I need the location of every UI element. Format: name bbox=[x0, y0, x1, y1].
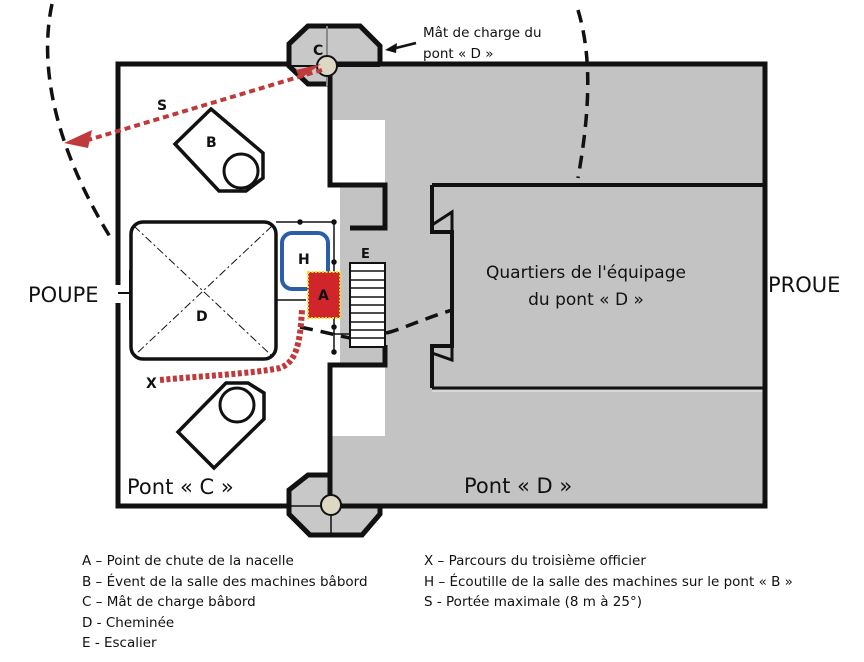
marker-e: E bbox=[361, 247, 370, 262]
range-arc-middle bbox=[299, 325, 351, 340]
deck-d-label: Pont « D » bbox=[464, 474, 572, 498]
crew-quarters-label-2: du pont « D » bbox=[528, 290, 644, 310]
marker-c: C bbox=[313, 43, 323, 59]
marker-x: X bbox=[146, 376, 157, 392]
bow-label: PROUE bbox=[768, 273, 840, 297]
reach-arrow-line bbox=[87, 68, 323, 142]
mast-housing-bottom bbox=[286, 472, 383, 538]
fall-point-a bbox=[307, 271, 341, 319]
legend-item-x: X – Parcours du troisième officier bbox=[424, 553, 646, 569]
mast-d-circle bbox=[320, 494, 342, 516]
mast-d-callout-2: pont « D » bbox=[423, 46, 493, 62]
marker-h: H bbox=[298, 252, 310, 268]
engine-vent-b-circle bbox=[222, 152, 260, 190]
legend-item-d: D - Cheminée bbox=[82, 614, 175, 631]
engine-vent-lower-circle bbox=[218, 386, 256, 424]
stern-label: POUPE bbox=[28, 283, 99, 307]
legend-item-c: C – Mât de charge bâbord bbox=[82, 594, 256, 610]
officer-route-x bbox=[159, 309, 305, 383]
deck-c-label: Pont « C » bbox=[127, 475, 234, 499]
deck-c-d-boundary bbox=[327, 66, 388, 506]
range-arc-right bbox=[576, 9, 590, 179]
crew-quarters-notch-bottom bbox=[431, 346, 454, 363]
marker-a: A bbox=[318, 288, 329, 304]
mast-c-circle bbox=[316, 55, 338, 77]
mast-d-callout-1: Mât de charge du bbox=[423, 25, 542, 41]
range-arc-left bbox=[45, 3, 114, 241]
reach-arrow-head bbox=[64, 130, 92, 148]
legend-item-h: H – Écoutille de la salle des machines s… bbox=[424, 573, 793, 590]
reach-cone bbox=[296, 64, 321, 79]
marker-s: S bbox=[157, 98, 167, 114]
legend-left: A – Point de chute de la nacelle B – Éve… bbox=[82, 551, 368, 654]
range-arc-stair bbox=[385, 308, 453, 335]
marker-d: D bbox=[196, 309, 208, 325]
crew-quarters-label-1: Quartiers de l'équipage bbox=[486, 263, 686, 283]
legend-item-b: B – Évent de la salle des machines bâbor… bbox=[82, 573, 368, 590]
marker-b: B bbox=[206, 135, 217, 151]
deck-d-area bbox=[330, 66, 765, 506]
legend-item-s: S - Portée maximale (8 m à 25°) bbox=[424, 594, 642, 610]
legend-right: X – Parcours du troisième officier H – É… bbox=[424, 551, 793, 613]
crew-quarters-notch-top bbox=[431, 209, 454, 232]
stairs-e bbox=[349, 262, 386, 348]
callout-arrow-head bbox=[385, 43, 397, 53]
legend-item-a: A – Point de chute de la nacelle bbox=[82, 553, 294, 569]
legend-item-e: E - Escalier bbox=[82, 635, 157, 651]
